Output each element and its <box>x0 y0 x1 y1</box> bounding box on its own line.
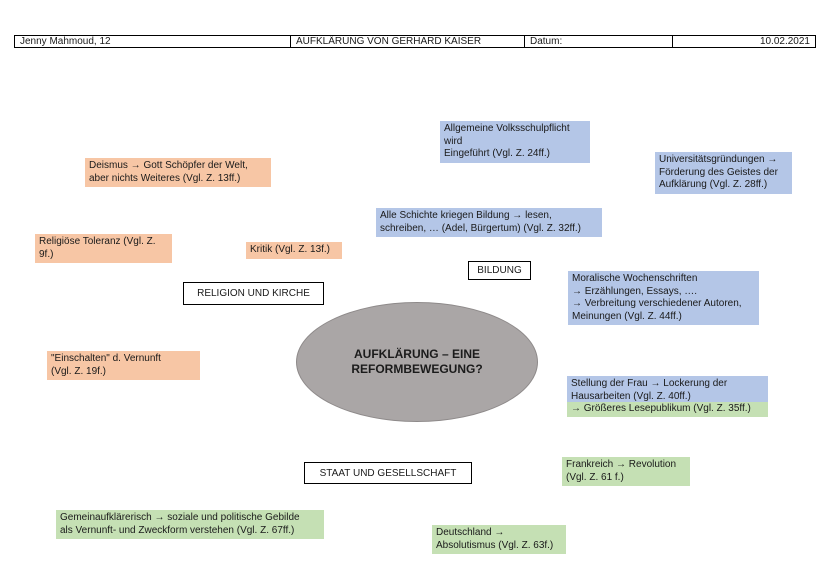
date-label: Datum: <box>525 36 673 47</box>
note-deutschland: Deutschland →Absolutismus (Vgl. Z. 63f.) <box>432 525 566 554</box>
date-value: 10.02.2021 <box>759 36 810 47</box>
note-deismus: Deismus → Gott Schöpfer der Welt,aber ni… <box>85 158 271 187</box>
note-universitaet: Universitätsgründungen →Förderung des Ge… <box>655 152 792 194</box>
document-title: AUFKLÄRUNG VON GERHARD KAISER <box>291 36 525 47</box>
note-kritik: Kritik (Vgl. Z. 13f.) <box>246 242 342 259</box>
category-staat: STAAT UND GESELLSCHAFT <box>304 462 472 484</box>
category-bildung: BILDUNG <box>468 261 531 280</box>
center-topic-line-2: REFORMBEWEGUNG? <box>351 362 483 376</box>
center-topic: AUFKLÄRUNG – EINE REFORMBEWEGUNG? <box>296 302 538 422</box>
author-name: Jenny Mahmoud, 12 <box>15 36 291 47</box>
note-einschalten: "Einschalten" d. Vernunft(Vgl. Z. 19f.) <box>47 351 200 380</box>
category-religion: RELIGION UND KIRCHE <box>183 282 324 305</box>
note-toleranz: Religiöse Toleranz (Vgl. Z.9f.) <box>35 234 172 263</box>
note-schichte: Alle Schichte kriegen Bildung → lesen,sc… <box>376 208 602 237</box>
note-lesepublikum: → Größeres Lesepublikum (Vgl. Z. 35ff.) <box>567 402 768 417</box>
header-bar: Jenny Mahmoud, 12 AUFKLÄRUNG VON GERHARD… <box>14 35 816 48</box>
note-wochenschriften: Moralische Wochenschriften→ Erzählungen,… <box>568 271 759 325</box>
note-frankreich: Frankreich → Revolution(Vgl. Z. 61 f.) <box>562 457 690 486</box>
center-topic-line-1: AUFKLÄRUNG – EINE <box>353 347 480 361</box>
note-gemeinaufklaererisch: Gemeinaufklärerisch → soziale und politi… <box>56 510 324 539</box>
